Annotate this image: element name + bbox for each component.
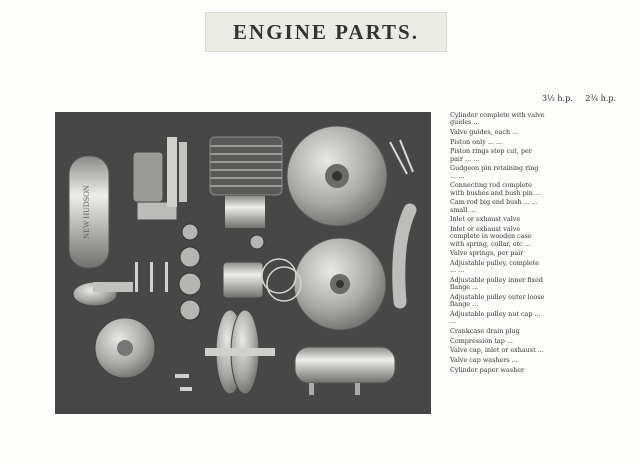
list-item: Adjustable pulley inner fixed flange ... [450,275,544,292]
timing-cover [94,317,156,379]
list-item: Piston rings step cut, per pair ... ... [450,147,532,163]
valves [389,139,414,175]
engine-parts-photo: NEW HUDSON [55,112,431,414]
cylinder [209,136,283,228]
engine-parts-illustration: NEW HUDSON [68,125,417,395]
list-item: Cylinder complete with valve guides ... [450,111,545,127]
flywheels [205,309,275,395]
list-item: Crankcase drain plug [450,326,520,335]
exhaust-pipe [392,203,417,309]
list-item: Piston only ... ... [450,137,503,146]
page-title: ENGINE PARTS. [233,19,419,44]
tank-lettering: NEW HUDSON [82,185,91,239]
pulley [72,281,133,307]
list-item: Gudgeon pin retaining ring ... ... [450,164,539,180]
list-item: Compression tap ... [450,336,513,345]
piston-rings [261,258,302,302]
parts-list: Cylinder complete with valve guides ... … [450,111,545,376]
crankcase-lower [293,237,387,331]
magneto [132,137,187,221]
list-item: Valve cap washers ... [450,355,518,364]
list-item: Cylinder paper washer [450,365,525,374]
list-item: Cam rod big end bush ... ... small ... [450,198,538,214]
hp-column-1: 3½ h.p. [542,94,573,103]
list-item: Inlet or exhaust valve [450,215,521,224]
list-item: Valve springs, per pair [450,249,524,258]
crankcase-upper [286,125,388,227]
list-item: Inlet or exhaust valve complete in woode… [450,224,532,248]
silencer [294,346,396,395]
list-item: Adjustable pulley, complete ... ... [450,258,540,275]
petrol-tank: NEW HUDSON [68,155,110,269]
piston [222,261,264,299]
hp-column-headers: 3½ h.p. 2¾ h.p. [542,94,626,103]
list-item: Adjustable pulley nut cap ... ... [450,309,541,326]
small-bolts [135,262,192,391]
list-item: Adjustable pulley outer loose flange ... [450,292,545,309]
list-item: Connecting rod complete with bushes and … [450,181,541,197]
title-banner: ENGINE PARTS. [205,12,447,52]
hp-column-2: 2¾ h.p. [585,94,617,103]
list-item: Valve guides, each ... [450,127,519,136]
list-item: Valve cap, inlet or exhaust ... [450,346,544,355]
gears [178,223,265,321]
